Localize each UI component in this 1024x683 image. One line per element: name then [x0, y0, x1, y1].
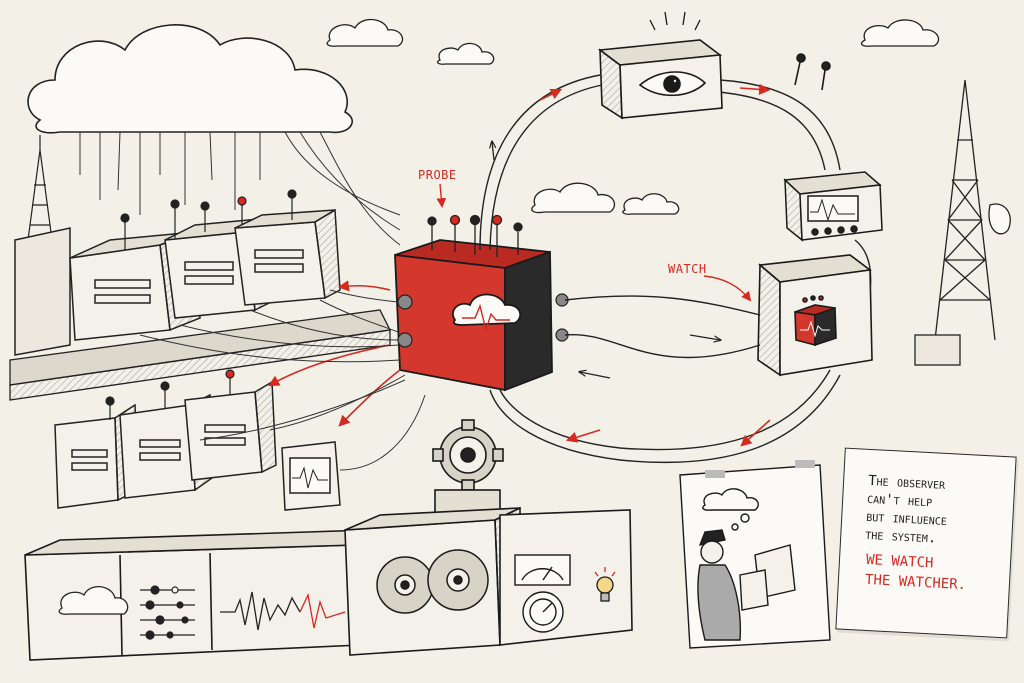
upper-box-row: [14, 208, 341, 356]
probe-arrow-icon: [436, 183, 447, 208]
gauge-icon: [514, 554, 571, 633]
loop-arrows: [539, 83, 771, 447]
central-probes: [427, 214, 523, 257]
big-cloud-icon: [27, 24, 353, 134]
console-cloud-icon: [58, 586, 129, 615]
red-arrows-out: [268, 280, 401, 427]
watch-arrow-icon: [703, 275, 752, 302]
small-cloud-icon: [326, 18, 939, 215]
red-box-ports: [397, 293, 569, 348]
pinned-sketch: [679, 460, 831, 649]
twin-gears-icon: [376, 549, 489, 614]
loop-black-arrows: [492, 142, 720, 379]
console-sliders-icon: [140, 585, 195, 640]
watch-label: WATCH: [668, 262, 707, 276]
console-waveform: [220, 591, 346, 631]
watch-box: [757, 254, 873, 377]
left-tower-icon: [27, 135, 53, 241]
cloud-wires: [79, 131, 401, 246]
scope-box: [783, 171, 883, 242]
upper-shelf: [9, 309, 391, 401]
lower-knobs: [105, 369, 235, 420]
observer-note-red: WE WATCH THE WATCHER.: [864, 550, 1006, 597]
lightbulb-icon: [594, 567, 616, 602]
observer-note-card: The observer can't help but influence th…: [835, 447, 1017, 639]
feedback-loop-cable: [479, 74, 872, 464]
upper-knobs: [120, 189, 297, 250]
central-red-box: [394, 239, 553, 392]
signal-wires: [139, 289, 426, 471]
eye-box: [597, 11, 831, 120]
lower-box-row: [54, 380, 341, 511]
observer-note-text: The observer can't help but influence th…: [865, 472, 1009, 551]
right-tower-icon: [914, 79, 1011, 366]
probe-label: PROBE: [418, 168, 457, 182]
gear-icon: [432, 419, 504, 516]
